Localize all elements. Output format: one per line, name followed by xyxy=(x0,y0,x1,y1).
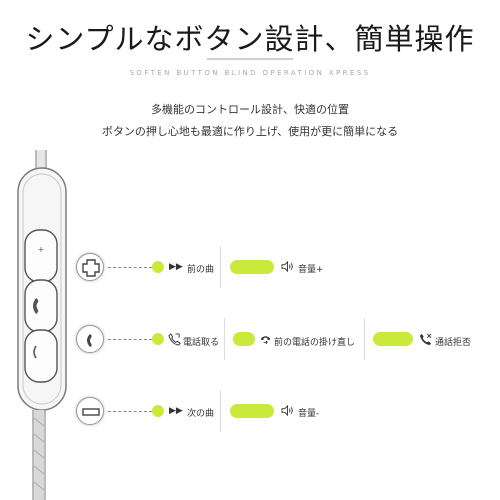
divider xyxy=(364,318,365,360)
phone-answer-icon xyxy=(168,333,181,346)
page-subtitle: SOFTEN BUTTON BLIND OPERATION XPRESS xyxy=(129,69,371,77)
connector-line xyxy=(108,411,152,412)
action-label: 前の電話の掛け直し xyxy=(274,338,356,348)
page-title: シンプルなボタン設計、簡単操作 xyxy=(25,22,475,56)
phone-redial-icon xyxy=(260,336,271,345)
svg-text:+: + xyxy=(38,245,45,254)
double-triangle-icon: ▶▶ xyxy=(169,262,183,272)
phone-button-icon xyxy=(76,325,104,353)
phone-reject-icon xyxy=(419,333,432,346)
connector-line xyxy=(108,339,152,340)
accent-pill xyxy=(230,404,274,418)
connector-line xyxy=(108,267,152,268)
accent-pill xyxy=(230,260,274,274)
accent-pill xyxy=(373,332,413,346)
action-label: 通話拒否 xyxy=(435,338,472,348)
action-label: 音量- xyxy=(298,409,320,419)
plus-button-icon xyxy=(76,253,104,281)
minus-button-icon xyxy=(76,397,104,425)
divider xyxy=(220,390,221,432)
description-line-2: ボタンの押し心地も最適に作り上げ、使用が更に簡単になる xyxy=(101,125,399,138)
title-divider xyxy=(207,58,293,60)
remote-control-illustration: + xyxy=(17,150,67,500)
description-line-1: 多機能のコントロール設計、快適の位置 xyxy=(151,103,349,116)
action-label: 電話取る xyxy=(183,338,220,348)
multi-function-button-shape xyxy=(24,279,58,333)
speaker-icon xyxy=(281,405,293,416)
double-triangle-icon: ▶▶ xyxy=(169,406,183,416)
accent-pill xyxy=(233,332,255,346)
accent-dot xyxy=(152,333,164,345)
accent-dot xyxy=(152,405,164,417)
accent-dot xyxy=(152,261,164,273)
speaker-icon xyxy=(281,261,293,272)
volume-up-button-shape xyxy=(24,229,58,283)
action-label: 次の曲 xyxy=(187,409,215,419)
action-label: 音量+ xyxy=(298,265,324,275)
volume-down-button-shape xyxy=(24,329,58,383)
action-label: 前の曲 xyxy=(187,265,215,275)
divider xyxy=(220,246,221,288)
divider xyxy=(224,318,225,360)
